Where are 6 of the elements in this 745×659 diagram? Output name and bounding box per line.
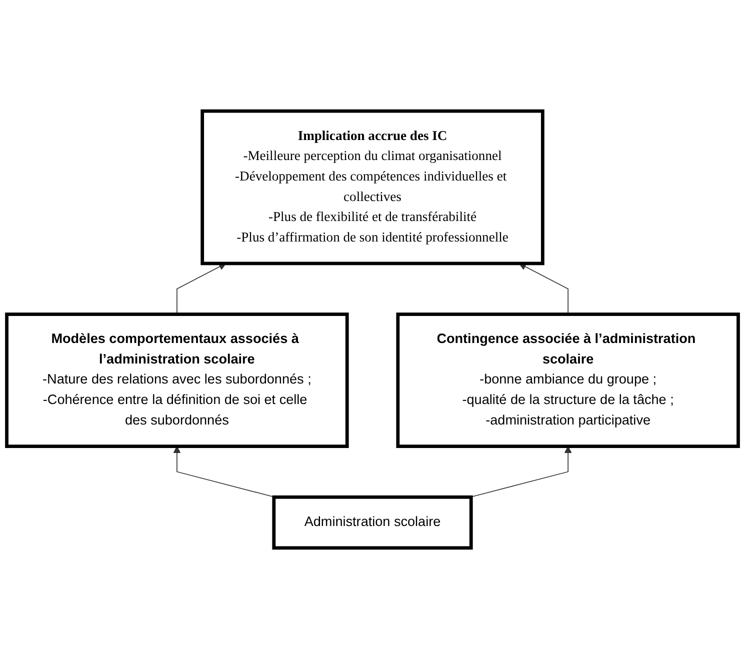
- node-box: Administration scolaire: [272, 495, 473, 550]
- arrow: [176, 263, 226, 315]
- arrow: [518, 263, 568, 315]
- node-box: Contingence associée à l’administration scolaire -bonne ambiance du groupe ; -qualité de la structure de la tâche ; -administration participative: [396, 312, 740, 448]
- node-box: Modèles comportementaux associés à l’administration scolaire -Nature des relations avec les subordonnés ; -Cohérence entre la définition de soi et celle des subordonnés: [5, 312, 349, 448]
- node-box: Implication accrue des IC -Meilleure perception du climat organisationnel -Développement des compétences individuelles et collectives -Plus de flexibilité et de transférabilité -Plus d’affirmation de son identité professionnelle: [200, 109, 544, 266]
